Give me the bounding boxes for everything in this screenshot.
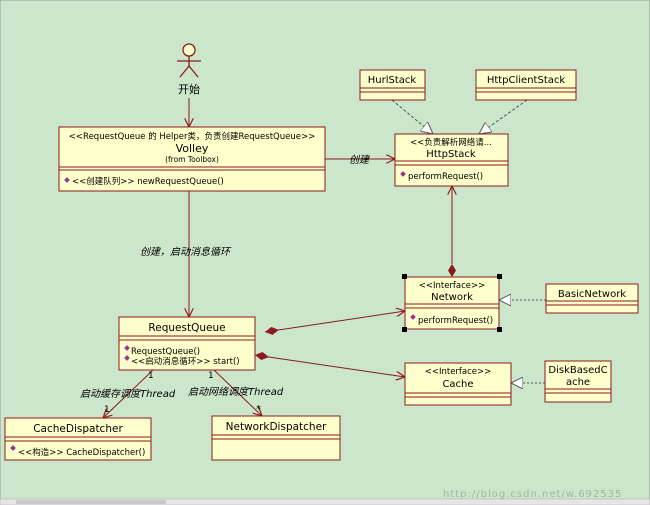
- network-stereotype: <<Interface>>: [419, 281, 486, 291]
- diskbasedcache-name-line2: ache: [566, 377, 590, 388]
- class-hurlstack[interactable]: HurlStack: [359, 69, 426, 101]
- operation-icon: [64, 177, 70, 183]
- operation-icon: [410, 314, 416, 320]
- edge-requestqueue-networkdispatcher: [213, 369, 262, 416]
- edge-requestqueue-cachedispatcher: [103, 369, 154, 418]
- multiplicity-network-end: *: [256, 404, 261, 415]
- selection-handle[interactable]: [402, 327, 407, 332]
- edge-requestqueue-cache: [254, 355, 405, 377]
- operation-icon: [124, 355, 130, 361]
- cachedispatcher-operation: <<构造>> CacheDispatcher(): [18, 447, 145, 458]
- cache-stereotype: <<Interface>>: [425, 367, 492, 377]
- network-name: Network: [431, 292, 473, 303]
- volley-name: Volley: [176, 142, 209, 155]
- class-network[interactable]: <<Interface>> Network performRequest(): [402, 274, 502, 332]
- operation-icon: [400, 171, 406, 177]
- networkdispatcher-name: NetworkDispatcher: [226, 421, 327, 433]
- class-basicnetwork[interactable]: BasicNetwork: [545, 283, 639, 314]
- watermark: http://blog.csdn.net/w.692535: [443, 489, 622, 500]
- class-httpstack[interactable]: <<负责解析网络请... HttpStack performRequest(): [394, 133, 509, 187]
- horizontal-scrollbar[interactable]: [0, 498, 650, 505]
- scrollbar-thumb[interactable]: [16, 500, 166, 504]
- multiplicity-cache-end: 1: [104, 405, 110, 415]
- label-create: 创建: [349, 154, 371, 166]
- requestqueue-name: RequestQueue: [148, 322, 225, 334]
- cachedispatcher-name: CacheDispatcher: [33, 423, 123, 435]
- volley-stereotype: <<RequestQueue 的 Helper类，负责创建RequestQueu…: [69, 131, 315, 142]
- label-create-start-loop: 创建，启动消息循环: [140, 246, 232, 258]
- actor-start: [177, 43, 201, 78]
- httpstack-stereotype: <<负责解析网络请...: [410, 137, 492, 148]
- diskbasedcache-name-line1: DiskBasedC: [548, 365, 607, 376]
- class-volley[interactable]: <<RequestQueue 的 Helper类，负责创建RequestQueu…: [58, 126, 326, 192]
- requestqueue-operation-1: RequestQueue(): [131, 347, 200, 357]
- hurlstack-name: HurlStack: [368, 75, 417, 86]
- selection-handle[interactable]: [497, 327, 502, 332]
- class-httpclientstack[interactable]: HttpClientStack: [475, 69, 577, 101]
- cache-name: Cache: [442, 379, 473, 390]
- network-operation: performRequest(): [418, 316, 493, 326]
- class-cachedispatcher[interactable]: CacheDispatcher <<构造>> CacheDispatcher(): [4, 417, 152, 461]
- class-diskbasedcache[interactable]: DiskBasedC ache: [544, 360, 612, 403]
- operation-icon: [124, 345, 130, 351]
- multiplicity-rq-network: 1: [208, 371, 214, 381]
- multiplicity-rq-cache: 1: [148, 371, 154, 381]
- edge-hurlstack-httpstack: [391, 99, 433, 134]
- edge-requestqueue-network: [264, 311, 405, 332]
- actor-label: 开始: [178, 82, 200, 96]
- httpclientstack-name: HttpClientStack: [487, 75, 566, 86]
- httpstack-operation: performRequest(): [408, 172, 483, 182]
- basicnetwork-name: BasicNetwork: [558, 289, 626, 300]
- httpstack-name: HttpStack: [426, 149, 476, 160]
- label-start-network-thread: 启动网络调度Thread: [188, 386, 284, 398]
- class-requestqueue[interactable]: RequestQueue RequestQueue() <<启动消息循环>> s…: [118, 316, 256, 371]
- volley-package: (from Toolbox): [165, 155, 219, 164]
- label-start-cache-thread: 启动缓存调度Thread: [80, 388, 176, 400]
- class-cache[interactable]: <<Interface>> Cache: [404, 362, 512, 406]
- requestqueue-operation-2: <<启动消息循环>> start(): [131, 356, 240, 367]
- class-networkdispatcher[interactable]: NetworkDispatcher: [211, 415, 341, 461]
- selection-handle[interactable]: [402, 274, 407, 279]
- selection-handle[interactable]: [497, 274, 502, 279]
- volley-operation: <<创建队列>> newRequestQueue(): [72, 176, 224, 187]
- network-aggregation-diamond: [448, 264, 456, 277]
